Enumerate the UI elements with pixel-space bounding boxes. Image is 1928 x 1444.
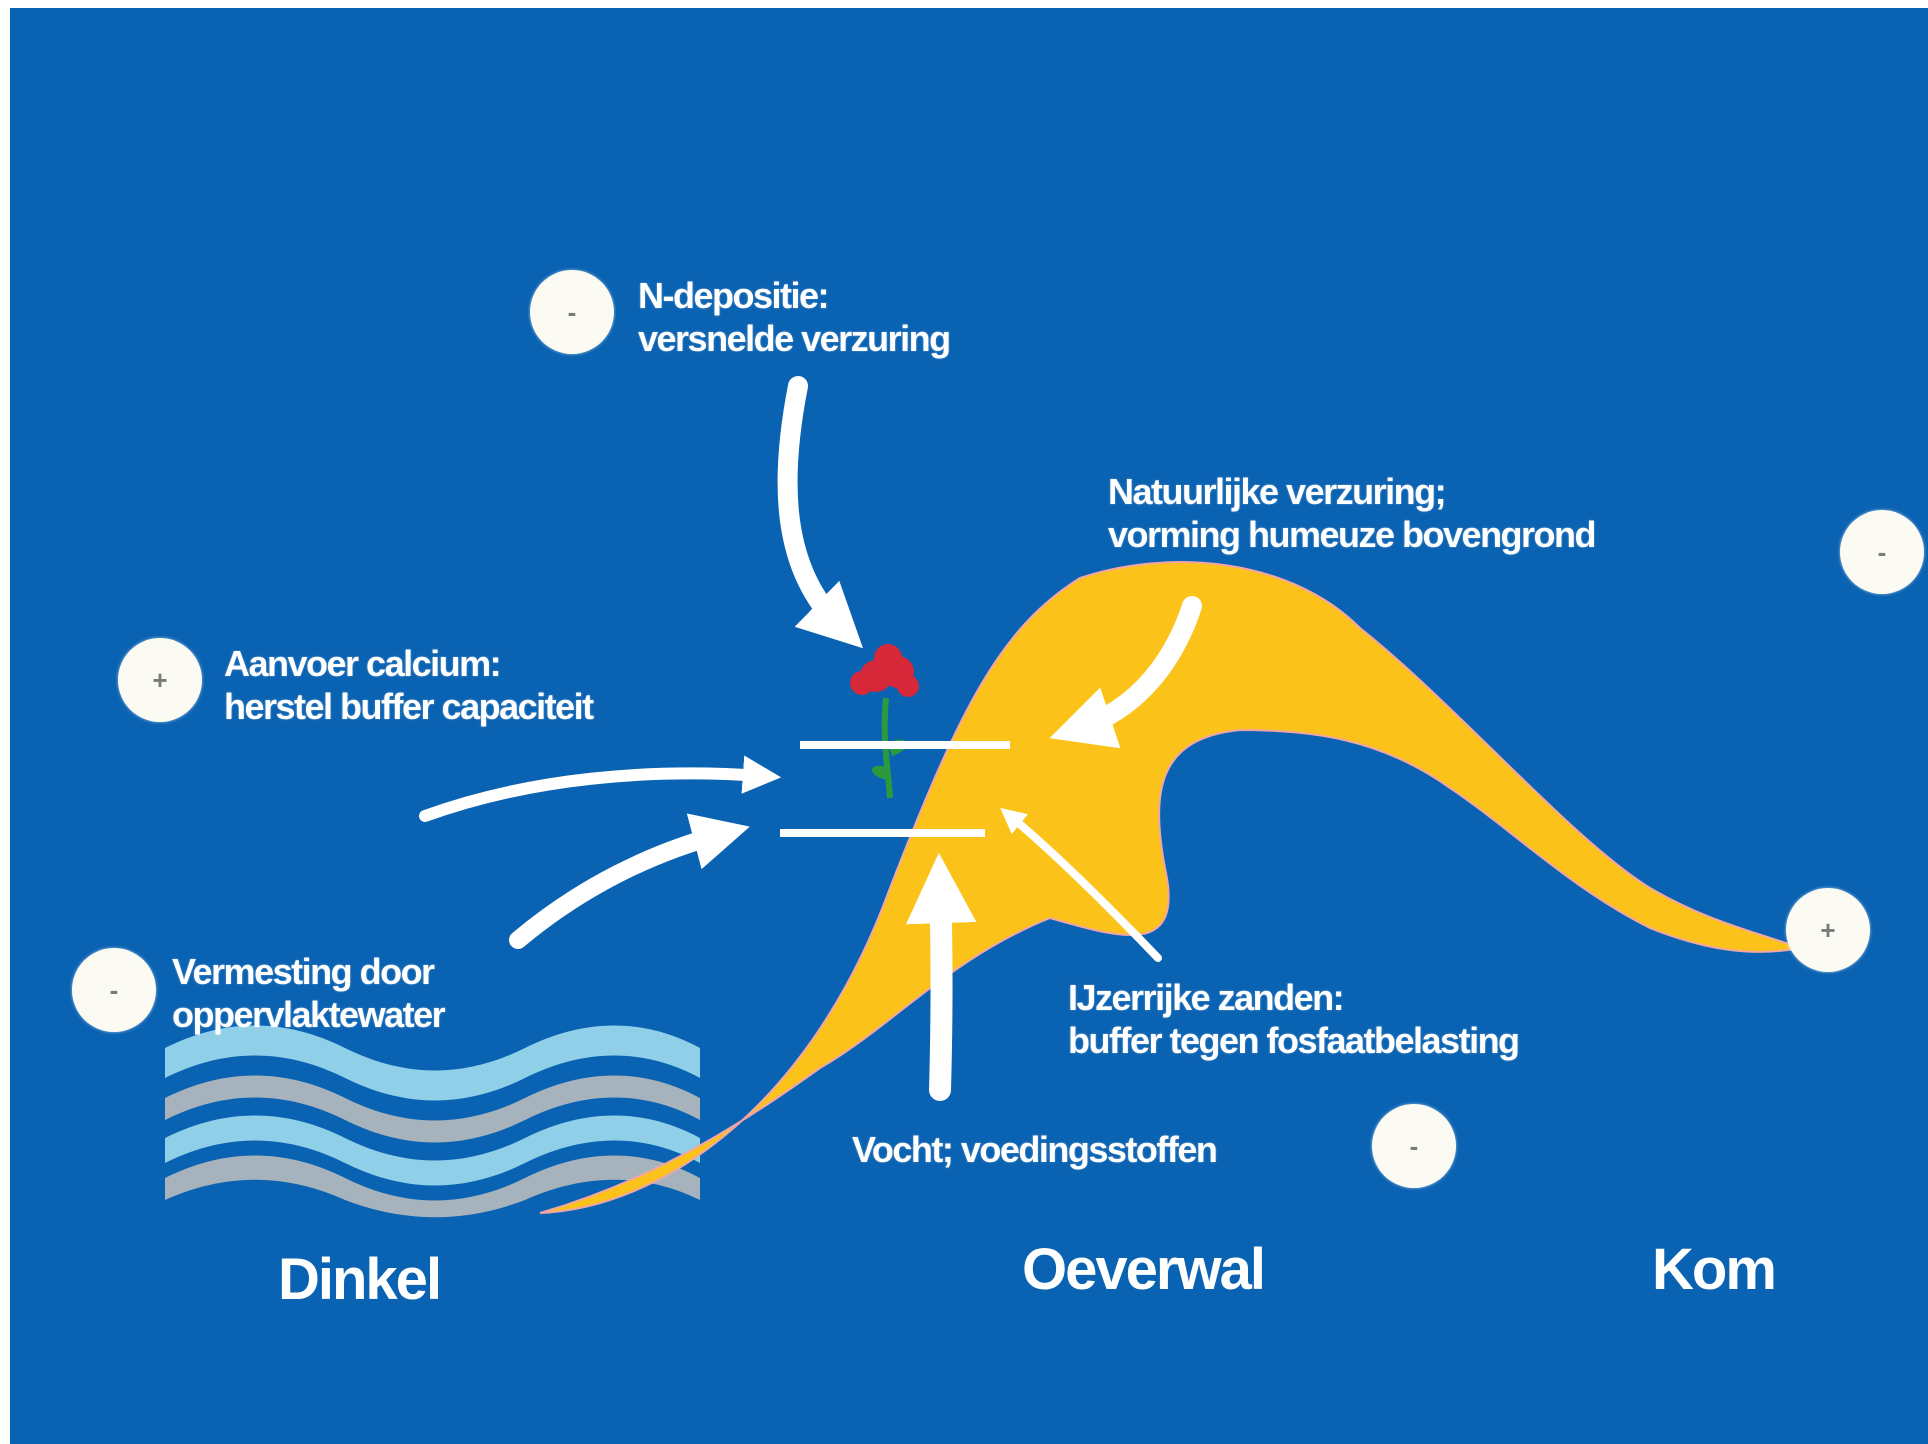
label-n-depositie-line2: versnelde verzuring: [638, 318, 951, 359]
oeverwal-dune: [539, 561, 1804, 1214]
badge-vermesting: -: [72, 948, 156, 1032]
label-natuurlijke: Natuurlijke verzuring; vorming humeuze b…: [1108, 470, 1597, 556]
place-kom: Kom: [1652, 1237, 1777, 1302]
badge-n-depositie: -: [530, 270, 614, 354]
badge-natuurlijke: -: [1840, 510, 1924, 594]
diagram-slide: - - + - - + N-depositie: versnelde verzu…: [10, 8, 1928, 1444]
label-vocht: Vocht; voedingsstoffen: [852, 1128, 1218, 1171]
flower-icon: [850, 644, 919, 799]
label-n-depositie-line1: N-depositie:: [638, 275, 830, 316]
diagram-graphics: [165, 376, 1804, 1218]
label-vermesting: Vermesting door oppervlaktewater: [172, 950, 446, 1036]
label-aanvoer-line1: Aanvoer calcium:: [224, 643, 502, 684]
label-ijzerrijke-line2: buffer tegen fosfaatbelasting: [1068, 1020, 1520, 1061]
label-vermesting-line2: oppervlaktewater: [172, 994, 446, 1035]
place-oeverwal: Oeverwal: [1022, 1237, 1266, 1302]
badge-aanvoer: +: [118, 638, 202, 722]
label-natuurlijke-line1: Natuurlijke verzuring;: [1108, 471, 1447, 512]
arrow-aanvoer-upper: [419, 755, 782, 822]
label-ijzerrijke: IJzerrijke zanden: buffer tegen fosfaatb…: [1068, 976, 1520, 1062]
water-waves: [165, 1025, 700, 1218]
badge-ijzerrijke: -: [1372, 1104, 1456, 1188]
arrow-natuurlijke: [1049, 596, 1202, 749]
label-vermesting-line1: Vermesting door: [172, 951, 435, 992]
place-dinkel: Dinkel: [278, 1247, 442, 1312]
label-natuurlijke-line2: vorming humeuze bovengrond: [1108, 514, 1597, 555]
arrow-vocht: [905, 852, 977, 1101]
badge-kom: +: [1786, 888, 1870, 972]
arrow-aanvoer-lower: [509, 813, 750, 949]
label-ijzerrijke-line1: IJzerrijke zanden:: [1068, 977, 1345, 1018]
label-aanvoer: Aanvoer calcium: herstel buffer capacite…: [224, 642, 594, 728]
arrow-ijzerrijke: [1000, 807, 1162, 962]
label-vocht-line1: Vocht; voedingsstoffen: [852, 1129, 1218, 1170]
arrow-n-depositie: [777, 376, 863, 649]
label-n-depositie: N-depositie: versnelde verzuring: [638, 274, 951, 360]
label-aanvoer-line2: herstel buffer capaciteit: [224, 686, 594, 727]
